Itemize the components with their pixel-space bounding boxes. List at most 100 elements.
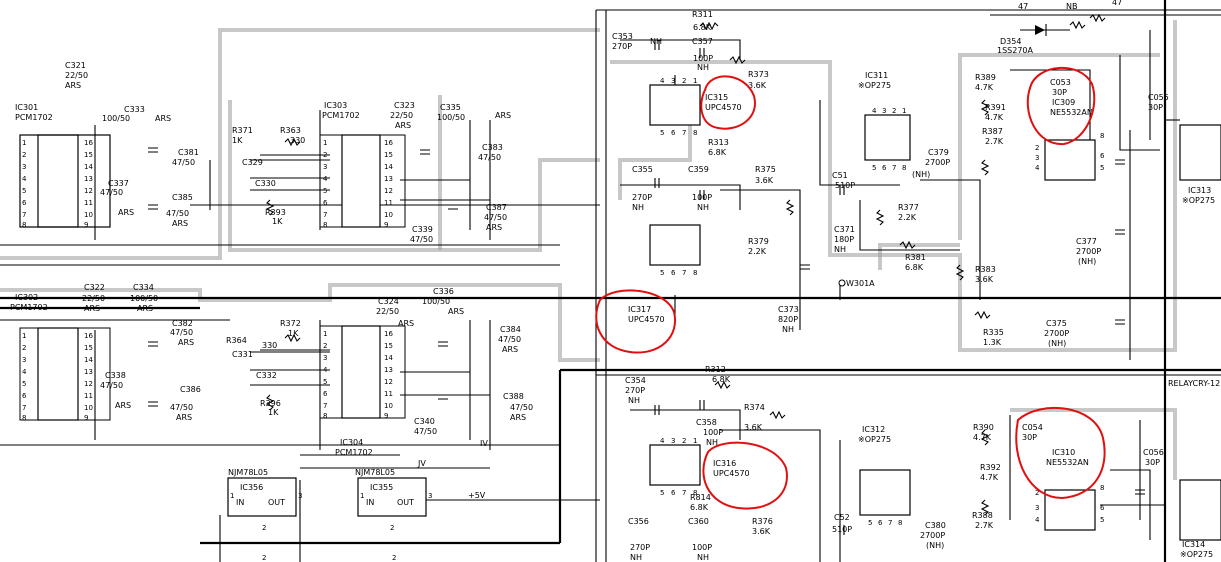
label-c381-value: 47/50 xyxy=(172,158,195,167)
svg-text:6: 6 xyxy=(1100,504,1105,512)
svg-text:5: 5 xyxy=(22,380,26,388)
label-c373-value: 820P xyxy=(778,315,798,324)
ic-labels: IC301 PCM1702 IC303 PCM1702 IC302 PCM170… xyxy=(10,71,1215,559)
ic301-part: PCM1702 xyxy=(15,113,53,122)
component-labels: C321 22/50 ARS C333 100/50 ARS C381 47/5… xyxy=(65,0,1220,562)
label-nb: NB xyxy=(1066,2,1077,11)
label-r377: R377 xyxy=(898,203,919,212)
label-c357: C357 xyxy=(692,37,713,46)
svg-text:12: 12 xyxy=(84,380,93,388)
label-c324: C324 xyxy=(378,297,399,306)
svg-text:10: 10 xyxy=(384,402,393,410)
label-c382: C382 xyxy=(172,319,193,328)
label-r383-value: 3.6K xyxy=(975,275,994,284)
label-r375-value: 3.6K xyxy=(755,176,774,185)
label-d354: D354 xyxy=(1000,37,1021,46)
label-c51-value: 510P xyxy=(835,181,855,190)
svg-text:1: 1 xyxy=(22,139,26,147)
label-d354-value: 1SS270A xyxy=(997,46,1034,55)
label-r335-value: 1.3K xyxy=(983,338,1002,347)
label-c354-value: 270P xyxy=(625,386,645,395)
label-r393: R393 xyxy=(265,208,286,217)
label-r392: R392 xyxy=(980,463,1001,472)
svg-text:6: 6 xyxy=(22,199,27,207)
svg-text:2: 2 xyxy=(262,554,266,562)
svg-text:8: 8 xyxy=(22,221,26,229)
svg-text:7: 7 xyxy=(22,211,26,219)
svg-text:6: 6 xyxy=(882,164,887,172)
ic301-ref: IC301 xyxy=(15,103,38,112)
svg-text:2: 2 xyxy=(323,151,327,159)
svg-text:5: 5 xyxy=(872,164,876,172)
svg-text:3: 3 xyxy=(671,77,675,85)
label-r312: R312 xyxy=(705,365,726,374)
label-nh-13: NH xyxy=(697,553,709,562)
ic356-part: NJM78L05 xyxy=(228,468,268,477)
ic315-ref: IC315 xyxy=(705,93,728,102)
svg-text:3: 3 xyxy=(323,354,327,362)
svg-text:2: 2 xyxy=(323,342,327,350)
label-c375-value: 2700P xyxy=(1044,329,1069,338)
svg-text:8: 8 xyxy=(323,412,327,420)
ic315-part: UPC4570 xyxy=(705,103,742,112)
svg-text:1: 1 xyxy=(360,492,364,500)
label-c358: C358 xyxy=(696,418,717,427)
label-r374-value: 3.6K xyxy=(744,423,763,432)
ic316-part: UPC4570 xyxy=(713,469,750,478)
ic309-part: NE5532AN xyxy=(1050,108,1093,117)
label-c323-note: ARS xyxy=(395,121,411,130)
highlight-ic315 xyxy=(700,75,756,130)
label-nh-7: (NH) xyxy=(912,170,930,179)
svg-text:7: 7 xyxy=(22,404,26,412)
svg-text:12: 12 xyxy=(384,378,393,386)
label-r814: R814 xyxy=(690,493,711,502)
ic316-chip xyxy=(649,444,701,486)
label-r379: R379 xyxy=(748,237,769,246)
ic355-in-label: IN xyxy=(366,498,374,507)
svg-text:2: 2 xyxy=(392,554,396,562)
label-c338: C338 xyxy=(105,371,126,380)
ic356-out-label: OUT xyxy=(268,498,285,507)
svg-text:8: 8 xyxy=(693,269,697,277)
label-ars-1: ARS xyxy=(155,114,171,123)
ic313-chip xyxy=(1179,124,1221,181)
svg-text:5: 5 xyxy=(868,519,872,527)
svg-text:7: 7 xyxy=(888,519,892,527)
label-r393-value: 1K xyxy=(272,217,283,226)
label-r363: R363 xyxy=(280,126,301,135)
svg-text:9: 9 xyxy=(384,412,388,420)
svg-text:4: 4 xyxy=(323,175,328,183)
label-r311: R311 xyxy=(692,10,713,19)
svg-text:16: 16 xyxy=(384,139,393,147)
label-r371-value: 1K xyxy=(232,136,243,145)
ic317-part: UPC4570 xyxy=(628,315,665,324)
label-r389-value: 4.7K xyxy=(975,83,994,92)
label-r388: R388 xyxy=(972,511,993,520)
label-r373-value: 3.6K xyxy=(748,81,767,90)
svg-text:12: 12 xyxy=(384,187,393,195)
label-r363-value: 330 xyxy=(290,136,305,145)
label-c354: C354 xyxy=(625,376,646,385)
svg-text:16: 16 xyxy=(84,332,93,340)
svg-text:6: 6 xyxy=(671,489,676,497)
red-highlight-marks xyxy=(595,67,1106,510)
highlight-ic310 xyxy=(1015,406,1106,500)
label-c360: C360 xyxy=(688,517,709,526)
label-c386: C386 xyxy=(180,385,201,394)
svg-text:7: 7 xyxy=(892,164,896,172)
label-c375: C375 xyxy=(1046,319,1067,328)
label-c384-note: ARS xyxy=(502,345,518,354)
label-c333-value: 100/50 xyxy=(102,114,130,123)
label-r391-value: 4.7K xyxy=(985,113,1004,122)
label-nh-6: NH xyxy=(782,325,794,334)
label-c51: C51 xyxy=(832,171,848,180)
ic302-chip xyxy=(19,327,111,421)
label-r311-value: 6.8K xyxy=(693,23,712,32)
svg-text:6: 6 xyxy=(878,519,883,527)
label-r375: R375 xyxy=(755,165,776,174)
label-c388-note: ARS xyxy=(510,413,526,422)
capacitors xyxy=(148,40,1145,535)
ic317-ref: IC317 xyxy=(628,305,651,314)
label-iv: IV xyxy=(480,439,488,448)
